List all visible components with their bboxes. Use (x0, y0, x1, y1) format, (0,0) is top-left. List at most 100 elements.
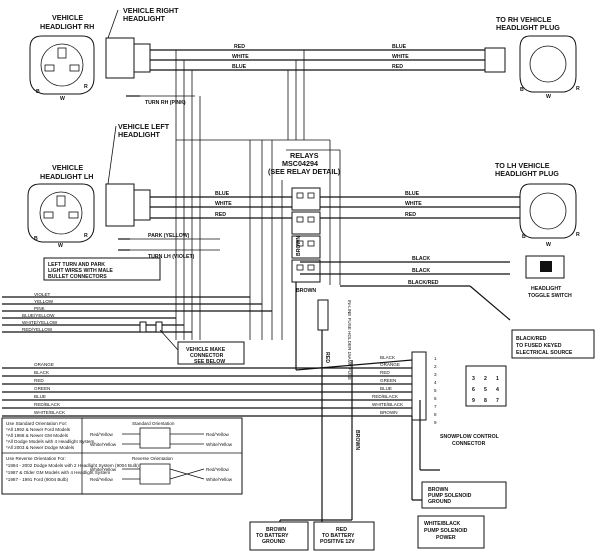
pin-grid-6: 9 (472, 398, 475, 404)
legend-standard-item-2: *All Dodge Models with 4 Headlight Syste… (6, 439, 95, 444)
to-rh-plug: TO RH VEHICLE HEADLIGHT PLUG B W R (496, 15, 580, 100)
fuse-label: IN-LINE FUSE HOLDER 15AMP FUSE (347, 300, 352, 380)
fused-source-1: BLACK/RED (516, 336, 547, 342)
legend-standard-title: Use Standard Orientation For: (6, 421, 67, 426)
red-battery-2: TO BATTERY (322, 533, 355, 539)
turn-rh-label: TURN RH (PINK) (145, 100, 186, 106)
vehicle-headlight-rh-label-2: HEADLIGHT RH (40, 22, 94, 31)
legend-reverse-item-0: *1994 - 2002 Dodge Models with 2 Headlig… (6, 463, 139, 468)
legend-standard-item-0: *All 1992 & Newer Ford Models (6, 427, 71, 432)
bundle-left-4: BLUE (34, 394, 46, 399)
left-headlight-label-1: VEHICLE LEFT (118, 122, 170, 131)
red-battery-1: RED (336, 527, 347, 533)
lh-pin-r: R (84, 233, 88, 239)
fused-source: BLACK/RED TO FUSED KEYED ELECTRICAL SOUR… (469, 285, 595, 359)
wb-pump-2: PUMP SOLENOID (424, 528, 468, 534)
connector-right-3: GREEN (380, 378, 396, 383)
lh-wire-white: WHITE (215, 201, 232, 207)
vehicle-headlight-rh-label-1: VEHICLE (52, 13, 83, 22)
wire-label-red-right: RED (392, 64, 403, 70)
pin-b-label: B (36, 89, 40, 95)
pin-r-label: R (84, 84, 88, 90)
to-lh-plug-label-2: HEADLIGHT PLUG (495, 169, 559, 178)
to-lh-plug-label-1: TO LH VEHICLE (495, 161, 550, 170)
wire-label-white: WHITE (232, 54, 249, 60)
connector-right-0: BLACK (380, 355, 396, 360)
relays-note: (SEE RELAY DETAIL) (268, 167, 341, 176)
legend: Use Standard Orientation For: *All 1992 … (1, 417, 243, 495)
bundle-left-3: GREEN (34, 386, 50, 391)
pin-1: 1 (434, 356, 437, 361)
bundle-left-5: RED/BLACK (34, 402, 61, 407)
pin-grid-5: 4 (496, 387, 499, 393)
pin-3: 3 (434, 372, 437, 377)
bundle-left-6: WHITE/BLACK (34, 410, 66, 415)
lh-plug-pin-r: R (576, 232, 580, 238)
vehicle-make-2: CONNECTOR (190, 353, 224, 359)
vehicle-headlight-lh: VEHICLE HEADLIGHT LH B W R (27, 163, 95, 249)
pin-7: 7 (434, 404, 437, 409)
left-turn-note-2: LIGHT WIRES WITH MALE (48, 268, 113, 274)
connector-right-1: ORANGE (380, 362, 400, 367)
toggle-label-2: TOGGLE SWITCH (528, 293, 572, 299)
pin-2: 2 (434, 364, 437, 369)
lh-wires: BLUE WHITE RED BLUE WHITE RED PARK (YELL… (118, 191, 520, 260)
lh-wire-white-right: WHITE (405, 201, 422, 207)
legend-rev-left-0: White/Yellow (90, 467, 117, 472)
left-turn-note-1: LEFT TURN AND PARK (48, 262, 105, 268)
bundle-left-0: ORANGE (34, 362, 54, 367)
vehicle-make-connector: VEHICLE MAKE CONNECTOR SEE BELOW (159, 329, 245, 365)
to-lh-plug: TO LH VEHICLE HEADLIGHT PLUG B W R (495, 161, 580, 248)
wb-pump-3: POWER (436, 535, 456, 541)
headlight-toggle-switch: BLACK BLACK BLACK/RED HEADLIGHT TOGGLE S… (300, 255, 572, 299)
brown-pump-3: GROUND (428, 499, 451, 505)
legend-standard-orientation: Standard Orientation (132, 421, 175, 426)
wire-label-white-right: WHITE (392, 54, 409, 60)
pin-grid-7: 8 (484, 398, 487, 404)
wb-pump-1: WHITE/BLACK (424, 521, 461, 527)
connector-right-2: RED (380, 370, 390, 375)
left-bundle-4: WHITE/YELLOW (22, 320, 58, 325)
relays: RELAYS MSC04294 (SEE RELAY DETAIL) BROWN… (175, 50, 341, 370)
pin-w-label: W (60, 96, 65, 102)
left-bundle-1: YELLOW (34, 299, 54, 304)
left-bundle-0: VIOLET (34, 292, 51, 297)
rh-plug-pin-b: B (520, 87, 524, 93)
red-battery-3: POSITIVE 12V (320, 539, 355, 545)
lh-plug-pin-w: W (546, 242, 551, 248)
vehicle-headlight-rh: VEHICLE HEADLIGHT RH B W R (29, 13, 95, 102)
left-turn-note-3: BULLET CONNECTORS (48, 274, 107, 280)
pin-6: 6 (434, 396, 437, 401)
brown-battery-2: TO BATTERY (256, 533, 289, 539)
snowplow-label-2: CONNECTOR (452, 441, 486, 447)
connector-right-4: BLUE (380, 386, 392, 391)
right-headlight-plug: VEHICLE RIGHT HEADLIGHT (105, 6, 179, 79)
left-bundle-2: PINK (34, 306, 46, 311)
legend-std-left-1: White/Yellow (90, 442, 117, 447)
fused-source-3: ELECTRICAL SOURCE (516, 350, 573, 356)
connector-right-6: WHITE/BLACK (372, 402, 404, 407)
right-headlight-label-1: VEHICLE RIGHT (123, 6, 179, 15)
legend-reverse-orientation: Reverse Orientation (132, 456, 173, 461)
connector-right-5: RED/BLACK (372, 394, 399, 399)
fuse-red-label: RED (324, 352, 330, 363)
snowplow-connector: BLACK ORANGE RED GREEN BLUE RED/BLACK WH… (372, 351, 507, 447)
fused-source-2: TO FUSED KEYED (516, 343, 562, 349)
connector-right-7: BROWN (380, 410, 398, 415)
brown-battery-1: BROWN (266, 527, 286, 533)
turn-lh-label: TURN LH (VIOLET) (148, 254, 195, 260)
legend-std-right-0: Red/Yellow (206, 432, 229, 437)
brown-pump-2: PUMP SOLENOID (428, 493, 472, 499)
left-turn-note: LEFT TURN AND PARK LIGHT WIRES WITH MALE… (43, 257, 161, 281)
pin-grid-3: 6 (472, 387, 475, 393)
pin-4: 4 (434, 380, 437, 385)
rh-plug-pin-r: R (576, 86, 580, 92)
legend-std-right-1: White/Yellow (206, 442, 233, 447)
pin-grid-4: 5 (484, 387, 487, 393)
brown-battery-3: GROUND (262, 539, 285, 545)
rh-wires: RED WHITE BLUE BLUE WHITE RED TURN RH (P… (126, 44, 506, 106)
lh-pin-b: B (34, 236, 38, 242)
bundle-left-2: RED (34, 378, 44, 383)
legend-standard-item-3: *All 2003 & Newer Dodge Models (6, 445, 75, 450)
legend-std-left-0: Red/Yellow (90, 432, 113, 437)
